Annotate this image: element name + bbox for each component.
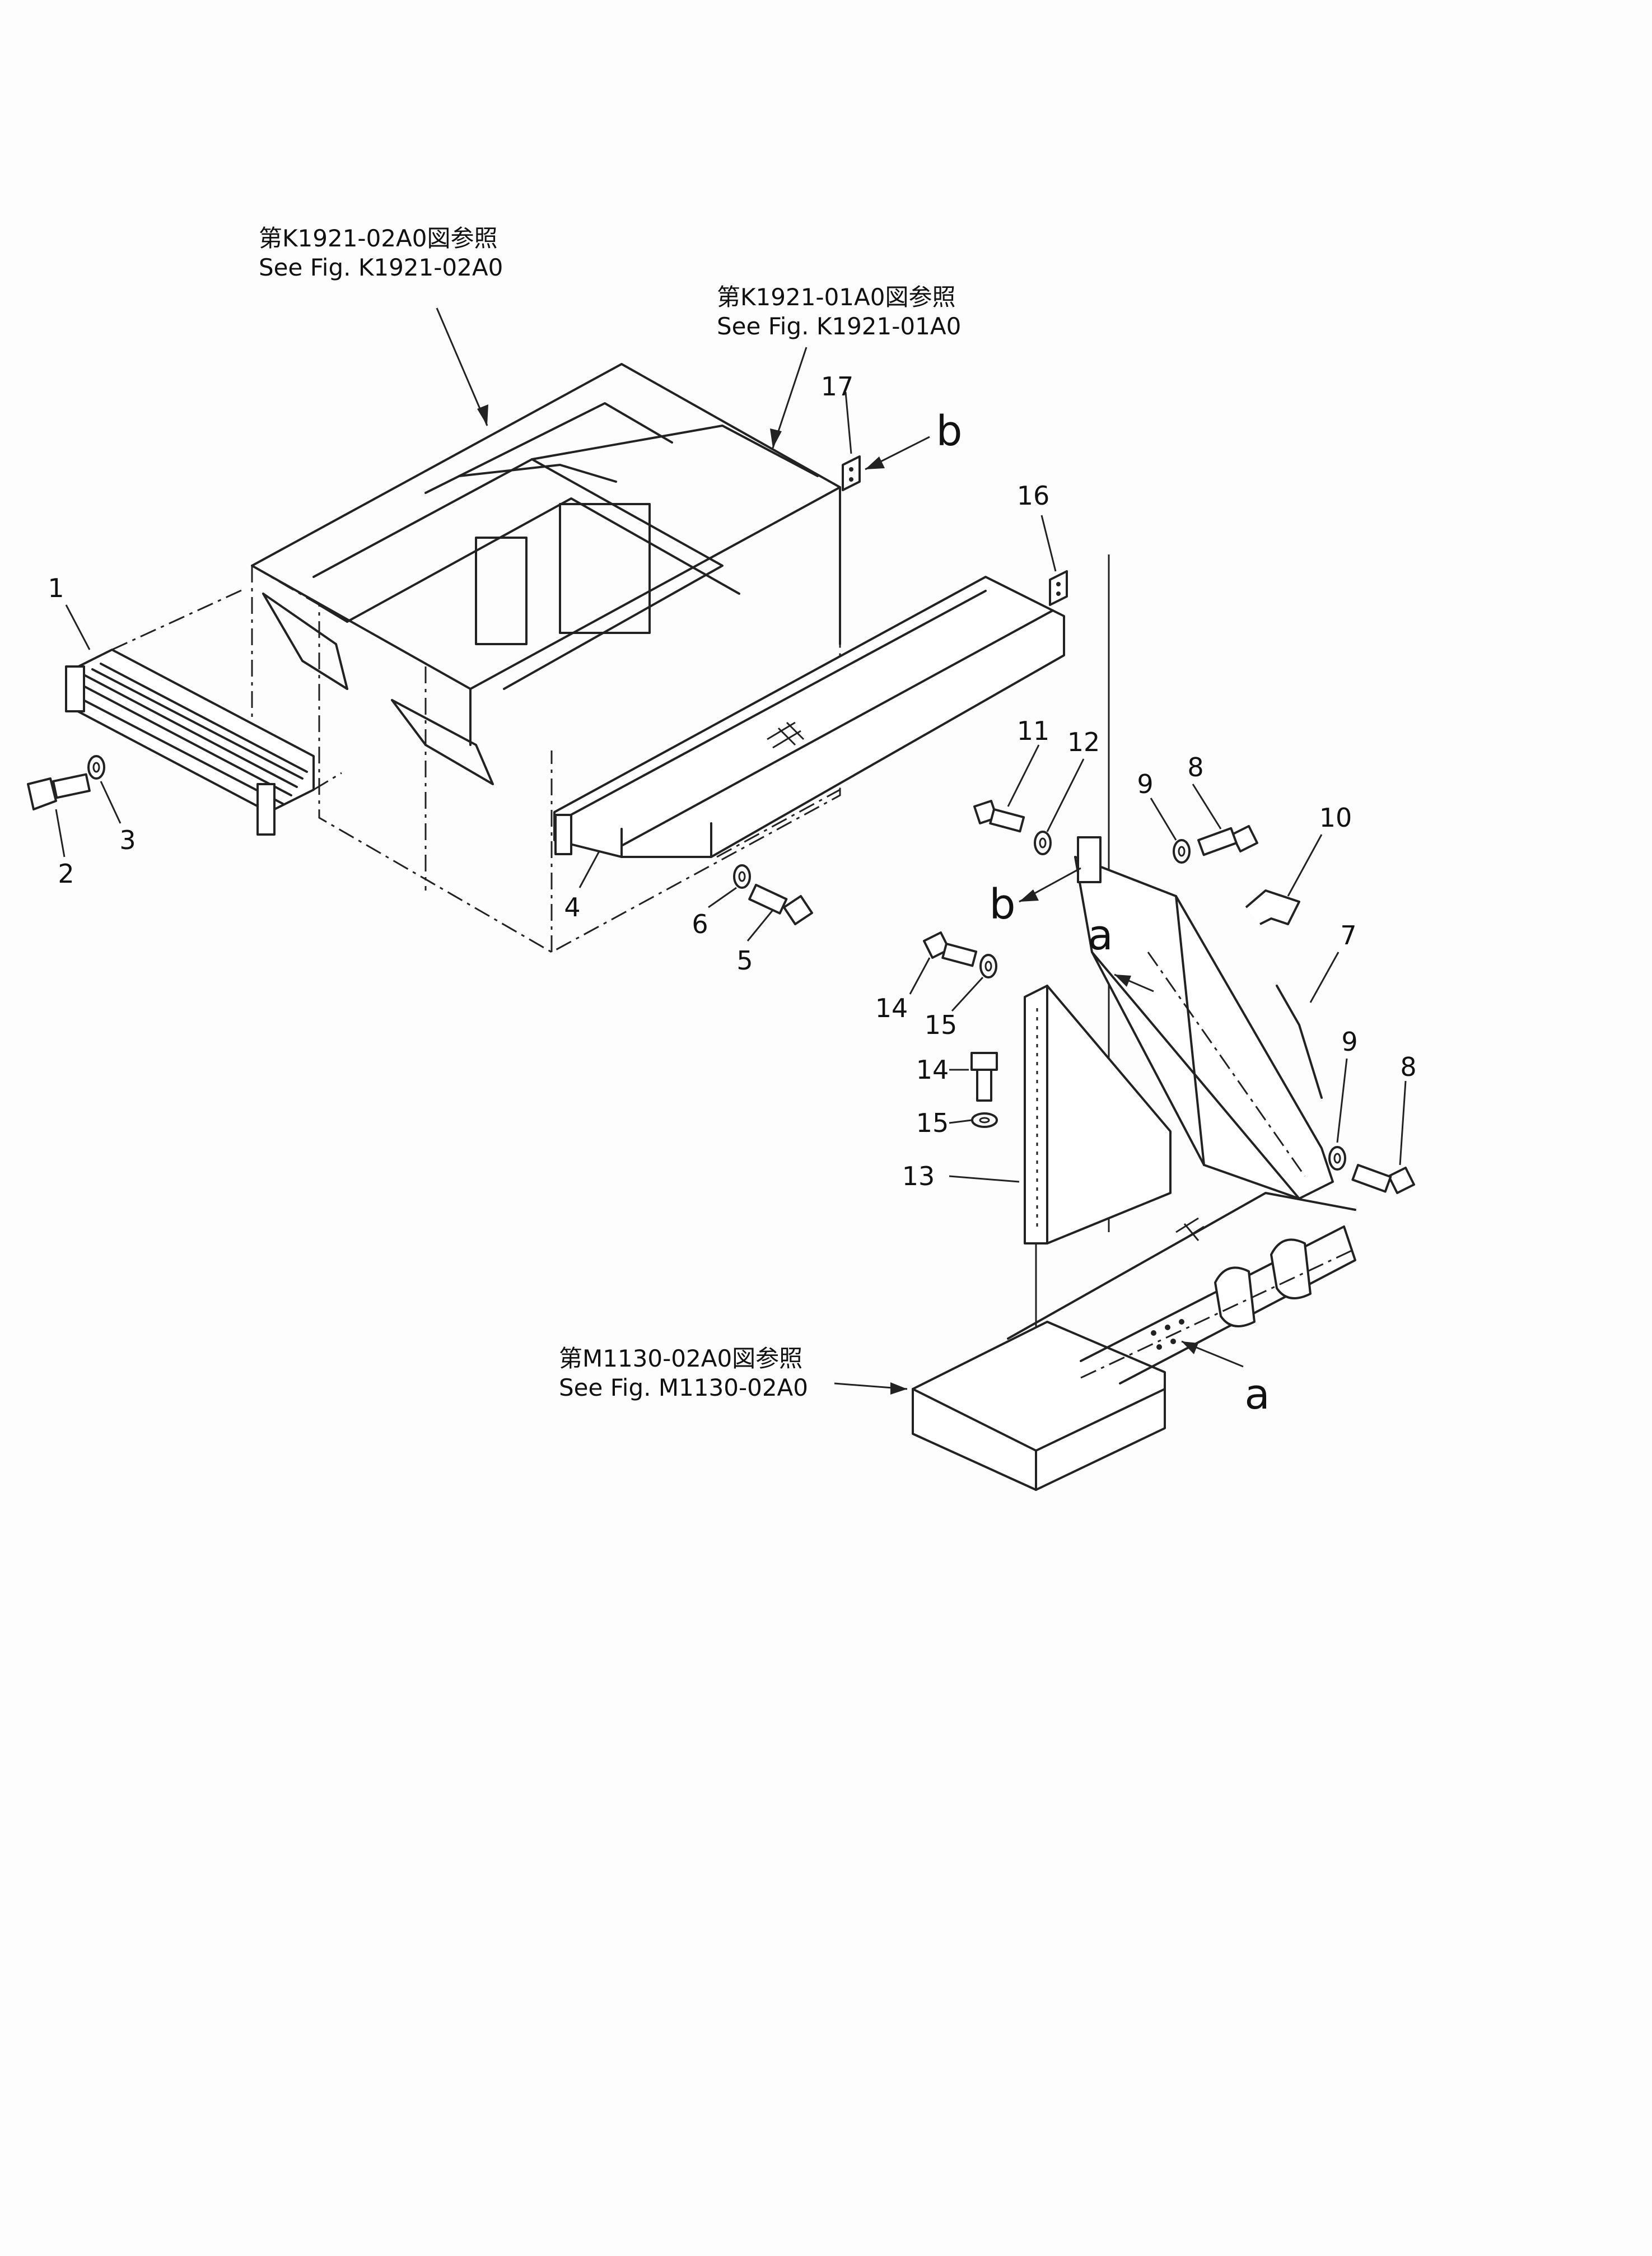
- ref-note-k1921-02a0: 第K1921-02A0図参照 See Fig. K1921-02A0: [259, 224, 503, 282]
- callout-17: 17: [820, 371, 854, 402]
- callout-5: 5: [736, 945, 753, 976]
- ref-note-k1921-01a0: 第K1921-01A0図参照 See Fig. K1921-01A0: [717, 283, 961, 341]
- ref-en-text: See Fig. K1921-01A0: [717, 313, 962, 340]
- callout-9-upper: 9: [1137, 769, 1154, 799]
- leader-lines: [436, 307, 1244, 1395]
- part-13-plate: [1024, 985, 1172, 1434]
- callout-14-lower: 14: [916, 1055, 949, 1085]
- part-14-bolt-upper: [923, 931, 978, 967]
- ref-note-m1130-02a0: 第M1130-02A0図参照 See Fig. M1130-02A0: [559, 1344, 808, 1402]
- ref-jp-text: 第K1921-02A0図参照: [259, 225, 498, 252]
- view-letter-b-top: b: [936, 407, 963, 455]
- part-3-washer: [87, 755, 105, 780]
- callout-10: 10: [1319, 803, 1352, 833]
- part-7-bracket: [1074, 836, 1334, 1200]
- callout-8-lower: 8: [1400, 1052, 1417, 1082]
- part-15-washer-upper: [979, 954, 997, 978]
- part-2-bolt: [27, 773, 91, 810]
- part-6-washer: [733, 864, 751, 889]
- callout-7: 7: [1340, 920, 1357, 950]
- callout-leaders: [55, 391, 1407, 1183]
- callout-6: 6: [692, 909, 708, 939]
- callout-8-upper: 8: [1187, 752, 1204, 782]
- part-8-bolt-upper: [1197, 825, 1258, 856]
- callout-1: 1: [48, 573, 64, 603]
- callout-3: 3: [119, 825, 136, 855]
- part-5-bolt: [748, 884, 813, 925]
- callout-9-lower: 9: [1341, 1027, 1358, 1057]
- callout-15-lower: 15: [916, 1108, 949, 1138]
- ref-jp-text: 第M1130-02A0図参照: [559, 1345, 803, 1372]
- part-15-washer-lower: [971, 1112, 998, 1128]
- ref-jp-text: 第K1921-01A0図参照: [717, 283, 956, 311]
- part-11-bolt: [973, 800, 1025, 833]
- part-10-clip: [1245, 889, 1300, 925]
- callout-16: 16: [1016, 481, 1050, 511]
- ref-en-text: See Fig. M1130-02A0: [559, 1374, 808, 1401]
- part-4-side-frame: [553, 576, 1065, 858]
- view-letter-b-mid: b: [989, 880, 1016, 929]
- callout-4: 4: [564, 892, 581, 922]
- callout-13: 13: [902, 1161, 935, 1191]
- part-17-plate: [842, 455, 861, 491]
- part-8-bolt-lower: [1351, 1164, 1415, 1194]
- callout-15-upper: 15: [924, 1010, 958, 1040]
- view-letter-a-bottom: a: [1244, 1371, 1270, 1419]
- callout-11: 11: [1016, 716, 1050, 746]
- view-letter-a-mid: a: [1088, 911, 1113, 959]
- revolving-frame: [251, 363, 841, 953]
- callout-12: 12: [1067, 727, 1100, 757]
- part-9-washer-upper: [1173, 839, 1191, 864]
- lower-main-frame: [912, 1192, 1356, 1491]
- part-9-washer-lower: [1328, 1146, 1346, 1171]
- part-1-grille: [65, 587, 342, 836]
- callout-14-upper: 14: [875, 993, 908, 1023]
- ref-en-text: See Fig. K1921-02A0: [259, 254, 503, 281]
- callout-2: 2: [58, 859, 74, 889]
- part-12-washer: [1034, 831, 1052, 855]
- part-14-bolt-lower: [970, 1052, 998, 1102]
